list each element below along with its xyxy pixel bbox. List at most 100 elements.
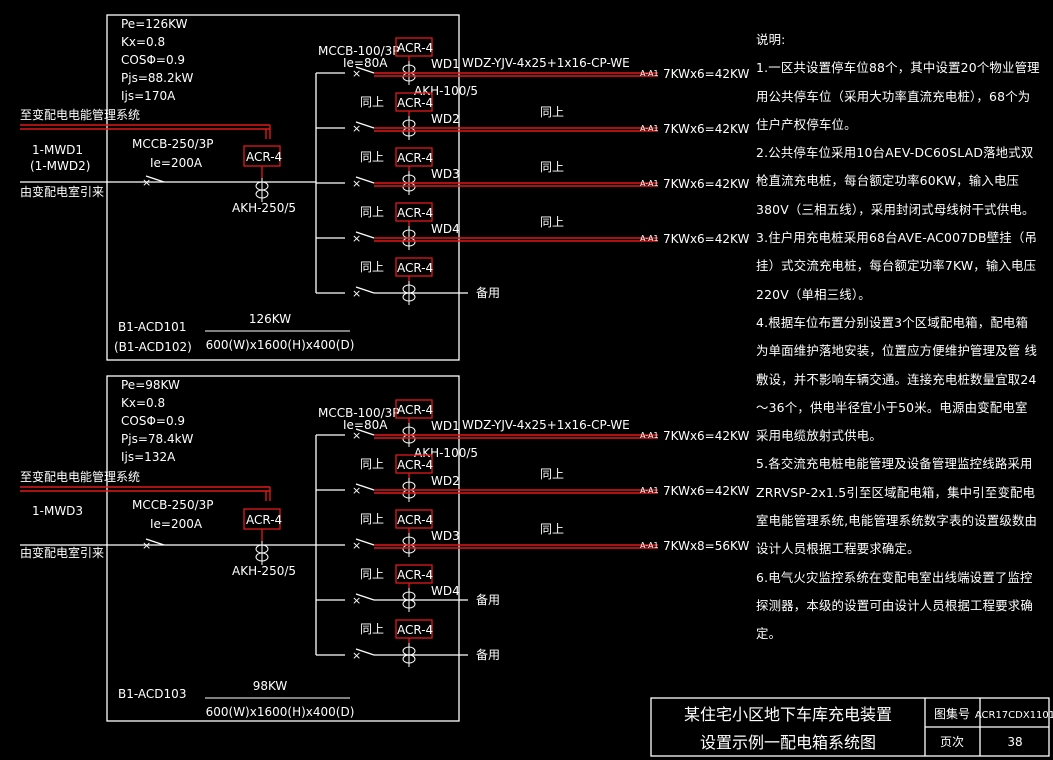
panel2-branch-breaker-4: × (352, 593, 375, 607)
panel2-circuit-1: WD1 (431, 419, 460, 433)
page-label: 页次 (940, 735, 964, 749)
svg-text:×: × (352, 67, 361, 80)
panel1-cable-2: 同上 (540, 105, 564, 119)
svg-text:×: × (352, 429, 361, 442)
panel2-param-4: Ijs=132A (121, 450, 176, 464)
panel1-branch-meter-2 (395, 92, 433, 112)
panel2-branch-breaker-1: × (352, 428, 375, 442)
panel2-param-3: Pjs=78.4kW (121, 432, 194, 446)
note-item-5: 5.各交流充电桩电能管理及设备管理监控线路采用 ZRRVSP-2x1.5引至区域… (756, 456, 1038, 557)
atlas-label: 图集号 (934, 706, 970, 721)
title-line-2: 设置示例一配电箱系统图 (700, 733, 876, 752)
panel1-main-ie: Ie=200A (150, 156, 203, 170)
panel1-branch-same-3: 同上 (360, 150, 384, 164)
note-item-6: 6.电气火灾监控系统在变配电室出线端设置了监控探测器，本级的设置可由设计人员根据… (756, 569, 1033, 642)
panel2-branch-meter-2 (395, 454, 433, 474)
panel2-main-breaker-label: MCCB-250/3P (132, 498, 214, 512)
panel2-branch-breaker-3: × (352, 538, 375, 552)
note-item-3: 3.住户用充电桩采用68台AVE-AC007DB壁挂（吊挂）式交流充电桩，每台额… (756, 230, 1038, 302)
panel2-branch-meter-label-1: ACR-4 (397, 403, 433, 417)
panel2-box-power: 98KW (253, 679, 288, 693)
panel1-branch-meter-label-5: ACR-4 (397, 261, 433, 275)
title-line-1: 某住宅小区地下车库充电装置 (684, 705, 892, 724)
panel1-branch-meter-3 (395, 147, 433, 167)
panel1-branch-same-4: 同上 (360, 205, 384, 219)
panel1-load-3: 7KWx6=42KW (663, 177, 749, 191)
panel1-param-1: Kx=0.8 (121, 35, 165, 49)
panel2-branch-meter-label-2: ACR-4 (397, 458, 433, 472)
svg-text:×: × (352, 539, 361, 552)
panel2-branch-meter-1 (395, 399, 433, 419)
panel1-param-0: Pe=126KW (121, 17, 188, 31)
panel1-tag-4: A-A1 (640, 234, 659, 243)
panel1-branch-breaker-label: MCCB-100/3P (318, 44, 400, 58)
note-item-1: 1.一区共设置停车位88个，其中设置20个物业管理用公共停车位（采用大功率直流充… (756, 60, 1040, 132)
notes-section: 说明: 1.一区共设置停车位88个，其中设置20个物业管理用公共停车位（采用大功… (756, 26, 1040, 649)
panel1-branch-meter-label-1: ACR-4 (397, 41, 433, 55)
panel2-energy-mgmt-label: 至变配电电能管理系统 (20, 469, 140, 484)
panel1-main-breaker-label: MCCB-250/3P (132, 137, 214, 151)
panel1-param-2: COSΦ=0.9 (121, 53, 185, 67)
panel2-param-0: Pe=98KW (121, 378, 180, 392)
panel2-main-ct (255, 541, 269, 565)
panel2-box-id: B1-ACD103 (118, 687, 186, 701)
panel1-param-3: Pjs=88.2kW (121, 71, 194, 85)
page-number: 38 (1007, 735, 1022, 749)
panel1-feed-from: 由变配电室引来 (20, 184, 104, 199)
panel1-cable-3: 同上 (540, 160, 564, 174)
panel2-branch-same-3: 同上 (360, 512, 384, 526)
panel1-feed-id: 1-MWD1 (32, 143, 83, 157)
panel1-branch-same-2: 同上 (360, 95, 384, 109)
panel1-branch-same-5: 同上 (360, 260, 384, 274)
note-item-2: 2.公共停车位采用10台AEV-DC60SLAD落地式双枪直流充电桩，每台额定功… (756, 145, 1035, 217)
svg-text:×: × (352, 287, 361, 300)
panel2-param-2: COSΦ=0.9 (121, 414, 185, 428)
panel2-branch-meter-3 (395, 509, 433, 529)
panel1-branch-breaker-1: × (352, 66, 375, 80)
panel2-box-size: 600(W)x1600(H)x400(D) (206, 705, 355, 719)
panel2-param-1: Kx=0.8 (121, 396, 165, 410)
panel2-branch-meter-label-5: ACR-4 (397, 623, 433, 637)
panel2-tag-1: A-A1 (640, 431, 659, 440)
title-block: 某住宅小区地下车库充电装置 设置示例一配电箱系统图 图集号 ACR17CDX11… (650, 697, 1053, 757)
panel2-cable-3: 同上 (540, 522, 564, 536)
panel2-branch-meter-label-3: ACR-4 (397, 513, 433, 527)
svg-text:×: × (352, 177, 361, 190)
panel2-branch-breaker-2: × (352, 483, 375, 497)
panel2-feed-from: 由变配电室引来 (20, 545, 104, 560)
panel2-load-3: 7KWx8=56KW (663, 539, 749, 553)
panel2-load-1: 7KWx6=42KW (663, 429, 749, 443)
panel1-main-breaker: × (142, 175, 165, 189)
panel1-main-meter-label: ACR-4 (246, 150, 282, 164)
panel2-load-5: 备用 (476, 648, 500, 662)
panel2-cable-1: WDZ-YJV-4x25+1x16-CP-WE (462, 418, 630, 432)
panel2-circuit-3: WD3 (431, 529, 460, 543)
atlas-number: ACR17CDX1101 (975, 710, 1053, 721)
notes-heading: 说明: (756, 32, 786, 47)
panel2-main-ie: Ie=200A (150, 517, 203, 531)
panel1-load-1: 7KWx6=42KW (663, 67, 749, 81)
panel2-main-meter-label: ACR-4 (246, 513, 282, 527)
panel2-tag-3: A-A1 (640, 541, 659, 550)
panel1-branch-breaker-4: × (352, 231, 375, 245)
panel1-cable-4: 同上 (540, 215, 564, 229)
panel2-branch-meter-label-4: ACR-4 (397, 568, 433, 582)
panel2-circuit-4: WD4 (431, 584, 460, 598)
panel2-cable-2: 同上 (540, 467, 564, 481)
panel1-main-ct (255, 178, 269, 202)
panel1-branch-meter-1 (395, 37, 433, 57)
panel1-branch-breaker-5: × (352, 286, 375, 300)
svg-text:×: × (142, 176, 151, 189)
panel2-load-2: 7KWx6=42KW (663, 484, 749, 498)
panel1-param-4: Ijs=170A (121, 89, 176, 103)
